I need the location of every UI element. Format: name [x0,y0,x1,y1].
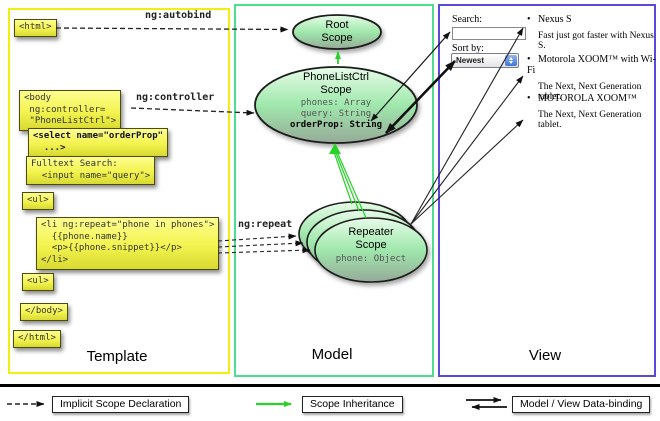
scope-prop-query: query: String [300,109,372,120]
code-ul-open: <ul> [22,192,54,210]
bullet-icon: • [527,14,531,25]
legend-data-binding: Model / View Data-binding [512,396,651,413]
code-body-close: </body> [20,303,68,321]
repeater-scope-text: Repeater Scope phone: Object [316,226,426,265]
phonelistctrl-scope-text: PhoneListCtrl Scope phones: Array query:… [255,71,417,131]
ng-autobind-label: ng:autobind [145,10,212,21]
ng-controller-label: ng:controller [136,92,215,103]
search-label: Search: [452,14,482,25]
legend-scope-inheritance: Scope Inheritance [302,396,403,413]
sort-dropdown-value: Newest [456,55,485,65]
model-panel [234,4,434,377]
phone-list-item: • Nexus S Fast just got faster with Nexus… [527,14,657,51]
repeater-scope-name: Repeater Scope [348,226,394,251]
code-select: <select name="orderProp" ...> [28,128,169,158]
bullet-icon: • [527,93,531,104]
template-panel-title: Template [86,348,148,365]
phone-list-item: • MOTOROLA XOOM™ The Next, Next Generatio… [527,93,657,130]
scope-prop-phones: phones: Array [300,98,372,109]
root-scope-name: Root Scope [321,19,353,44]
code-html-close: </html> [13,330,61,348]
root-scope-text: Root Scope [293,19,381,44]
sort-dropdown[interactable]: Newest [451,53,519,68]
phone-desc: The Next, Next Generation tablet. [538,82,642,102]
code-li-repeat: <li ng:repeat="phone in phones"> {{phone… [36,217,220,270]
ng-repeat-label: ng:repeat [238,219,293,230]
model-panel-title: Model [311,346,353,363]
phone-title: Nexus S [538,14,572,25]
phone-title: Motorola XOOM™ with Wi-Fi [527,54,656,76]
search-input[interactable] [452,27,526,40]
code-fulltext-search: Fulltext Search: <input name="query"> [26,156,156,186]
bullet-icon: • [527,54,531,65]
dropdown-arrows-icon [505,55,517,66]
phonelistctrl-scope-name: PhoneListCtrl Scope [302,71,370,96]
code-body-open: <body ng:controller= "PhoneListCtrl"> [19,90,122,132]
legend-implicit-scope: Implicit Scope Declaration [52,396,190,413]
view-panel-title: View [528,347,562,364]
scope-prop-orderprop: orderProp: String [289,120,383,131]
phone-desc: The Next, Next Generation tablet. [538,110,642,130]
scope-prop-phone: phone: Object [335,254,407,265]
phone-title: MOTOROLA XOOM™ [538,93,637,104]
code-ul-close: <ul> [22,273,54,291]
code-html-open: <html> [14,19,57,37]
phone-list-item: •Motorola XOOM™ with Wi-Fi The Next, Nex… [527,54,657,102]
phone-desc: Fast just got faster with Nexus S. [538,31,654,51]
legend-divider [0,384,660,387]
